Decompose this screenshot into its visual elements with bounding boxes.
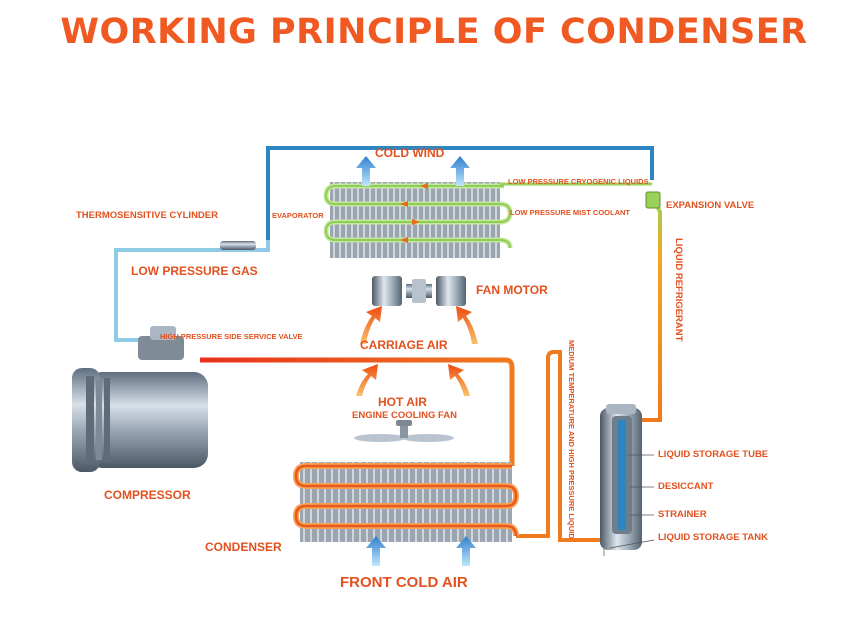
cold-wind-arrow-icon [356,156,470,186]
label-cold-wind: COLD WIND [375,146,445,160]
label-thermosensitive-cylinder: THERMOSENSITIVE CYLINDER [76,210,218,221]
label-strainer: STRAINER [658,509,707,520]
label-expansion-valve: EXPANSION VALVE [666,200,755,211]
expansion-valve-icon [645,191,661,209]
label-front-cold-air: FRONT COLD AIR [340,574,468,591]
compressor-icon [72,326,208,472]
label-high-pressure-side-service-valve: HIGH PRESSURE SIDE SERVICE VALVE [160,332,303,341]
label-condenser: CONDENSER [205,540,282,554]
hot-air-arrow-icon [356,364,470,396]
label-low-pressure-gas: LOW PRESSURE GAS [131,264,258,278]
label-hot-air: HOT AIR [378,395,427,409]
fan-motor-icon [372,276,466,306]
label-liquid-storage-tube: LIQUID STORAGE TUBE [658,449,769,460]
label-compressor: COMPRESSOR [104,488,191,502]
carriage-air-arrow-icon [360,306,478,344]
condenser-icon [292,462,520,542]
evaporator-icon [323,182,513,258]
low-pressure-gas-pipe [114,240,270,342]
liquid-refrigerant-pipe [636,199,662,422]
label-liquid-refrigerant: LIQUID REFRIGERANT [673,238,684,342]
label-liquid-storage-tank: LIQUID STORAGE TANK [658,532,768,543]
hot-gas-pipe [200,357,515,466]
page-title: WORKING PRINCIPLE OF CONDENSER [60,12,808,52]
cold-return-pipe [266,146,654,240]
label-low-pressure-cryogenic-liquids: LOW PRESSURE CRYOGENIC LIQUIDS [508,177,649,186]
liquid-storage-tank-icon [600,404,642,556]
label-low-pressure-mist-coolant: LOW PRESSURE MIST COOLANT [510,208,630,217]
engine-cooling-fan-icon [354,420,454,442]
label-medium-temperature-high-pressure-liquid: MEDIUM TEMPERATURE AND HIGH PRESSURE LIQ… [567,340,576,539]
label-desiccant: DESICCANT [658,481,714,492]
thermosensitive-cylinder-icon [220,241,256,250]
front-cold-air-arrow-icon [366,536,476,566]
label-engine-cooling-fan: ENGINE COOLING FAN [352,410,458,421]
label-fan-motor: FAN MOTOR [476,283,548,297]
condenser-outlet-pipe [516,350,602,542]
label-carriage-air: CARRIAGE AIR [360,338,448,352]
label-evaporator: EVAPORATOR [272,211,324,220]
